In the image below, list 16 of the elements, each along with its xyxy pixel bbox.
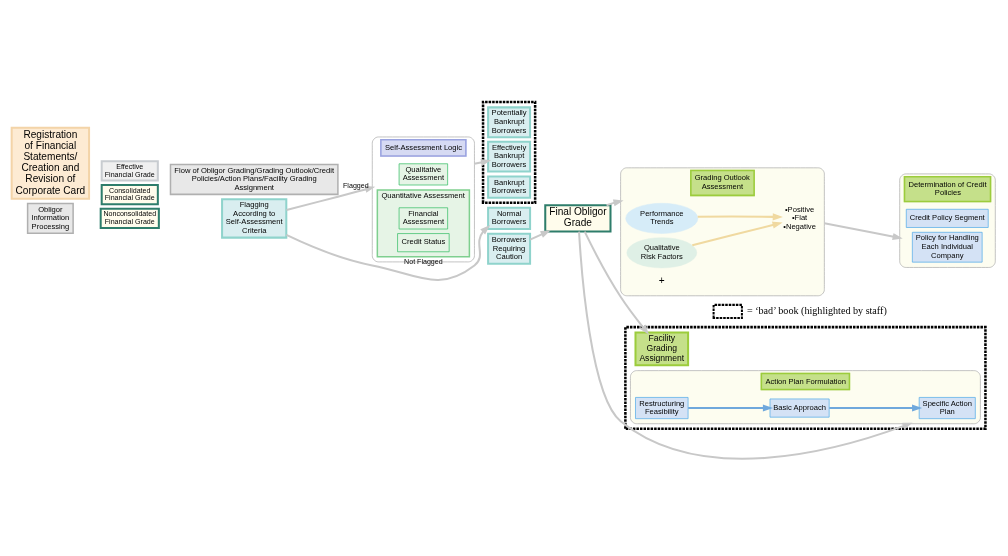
label: + [658,274,665,286]
arrow [823,221,903,240]
arrow [687,404,773,412]
legend-label: = ‘bad’ book (highlighted by staff) [746,304,887,316]
arrow [605,198,624,206]
node-box: Registration of Financial Statements/ Creation and Revision of Corporate Card [10,126,90,200]
arrow [697,212,783,220]
arrow [828,404,922,412]
arrow [285,224,490,281]
arrow [583,230,649,335]
arrow [691,221,783,246]
arrow [285,185,375,211]
node-box: Facility Grading Assignment [634,330,689,366]
arrow [577,231,913,460]
arrow [529,229,551,240]
node-box: Final Obligor Grade [543,203,611,233]
